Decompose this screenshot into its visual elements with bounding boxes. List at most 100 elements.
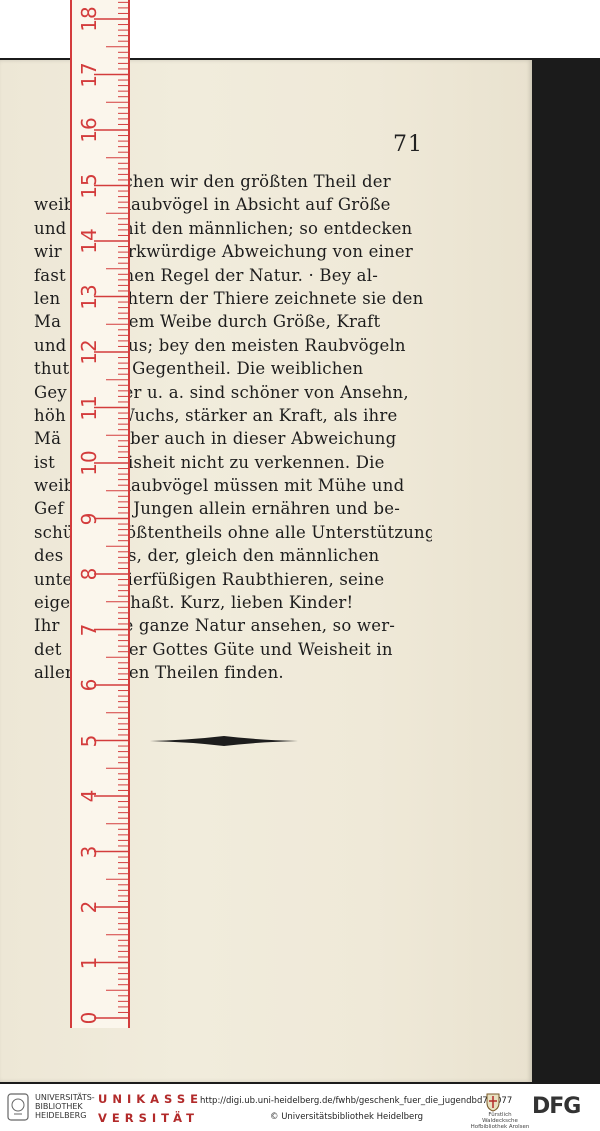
arolsen-library-name: Fürstlich Waldecksche Hofbibliothek Arol… [470, 1112, 530, 1130]
text-line: schü rößtentheils ohne alle Unterstützung [34, 521, 432, 544]
text-line-left: weib [34, 476, 75, 496]
text-line: Ihr ie ganze Natur ansehen, so wer- [34, 614, 432, 637]
text-line-left: Ma [34, 312, 62, 332]
text-line-left: eige [34, 593, 71, 613]
text-line-right: ichen wir den größten Theil der [118, 172, 391, 191]
text-line-left: len [34, 288, 61, 308]
text-line: weib Raubvögel müssen mit Mühe und [34, 474, 432, 497]
text-line-left: des [34, 546, 64, 566]
ruler-label: 5 [77, 734, 101, 747]
text-line-right: nen Theilen finden. [118, 663, 284, 683]
dfg-logo: DFG [532, 1094, 581, 1119]
arolsen-line-2: Hofbibliothek Arolsen [470, 1124, 530, 1130]
text-line: Gey ler u. a. sind schöner von Ansehn, [34, 381, 432, 404]
text-line-right: mit den männlichen; so entdecken [118, 218, 413, 238]
text-line-right: vierfüßigen Raubthieren, seine [118, 569, 385, 589]
text-line-right: e Jungen allein ernähren und be- [118, 499, 401, 519]
ruler-label: 8 [77, 567, 101, 581]
university-seal-icon [7, 1093, 29, 1121]
text-line: det ner Gottes Güte und Weisheit in [34, 638, 432, 661]
text-line-right: Wuchs, stärker an Kraft, als ihre [118, 405, 398, 425]
text-line-right: Raubvögel in Absicht auf Größe [118, 195, 391, 215]
text-line-left: schü [34, 522, 74, 542]
text-line-left: und [34, 218, 67, 238]
text-line-left: Mä [34, 429, 62, 449]
university-library-name: UNIVERSITÄTS- BIBLIOTHEK HEIDELBERG [35, 1093, 95, 1120]
ruler-label: 7 [77, 623, 101, 636]
permalink-url[interactable]: http://digi.ub.uni-heidelberg.de/fwhb/ge… [200, 1096, 513, 1106]
unikasse-logo: UNIKASSE VERSITÄT [98, 1090, 203, 1128]
ruler-label: 17 [77, 61, 101, 88]
coat-of-arms-icon [486, 1093, 500, 1112]
text-line-left: fast [34, 265, 66, 285]
uni-name-line-2: BIBLIOTHEK [35, 1102, 83, 1111]
text-line-left: und [34, 335, 67, 355]
ruler-ticks [94, 1, 128, 1019]
text-line: eige t haßt. Kurz, lieben Kinder! [34, 591, 432, 614]
text-line-left: Gef [34, 499, 64, 519]
text-line: thut s Gegentheil. Die weiblichen [34, 357, 432, 380]
copyright-notice: © Universitätsbibliothek Heidelberg [270, 1112, 424, 1122]
ruler-label: 11 [77, 394, 101, 421]
text-line-right: erkwürdige Abweichung von einer [118, 242, 413, 262]
text-line-right: ie ganze Natur ansehen, so wer- [118, 616, 396, 636]
arolsen-line-1: Fürstlich Waldecksche [482, 1112, 518, 1124]
text-line: und mit den männlichen; so entdecken [34, 217, 432, 240]
text-line-right: t haßt. Kurz, lieben Kinder! [118, 593, 354, 613]
ruler-label: 10 [77, 450, 101, 476]
text-line-right: inen Regel der Natur. · Bey al- [118, 265, 378, 285]
ruler-label: 12 [77, 339, 101, 365]
text-line-right: es, der, gleich den männlichen [118, 546, 380, 566]
text-line-right: dem Weibe durch Größe, Kraft [118, 312, 381, 332]
text-line-right: chtern der Thiere zeichnete sie den [118, 288, 424, 308]
text-line-left: unte [34, 569, 73, 589]
text-line-left: Gey [34, 382, 67, 402]
ruler-label: 9 [77, 512, 101, 525]
footer: UNIVERSITÄTS- BIBLIOTHEK HEIDELBERG UNIK… [0, 1086, 600, 1131]
ruler-label: 1 [77, 956, 101, 969]
ruler-label: 4 [77, 789, 101, 803]
ruler-label: 0 [77, 1011, 101, 1025]
text-line: Ma dem Weibe durch Größe, Kraft [34, 310, 432, 333]
text-line: unte vierfüßigen Raubthieren, seine [34, 568, 432, 591]
text-line-left: wir [34, 242, 62, 262]
ruler-label: 6 [77, 678, 101, 692]
unikasse-top: UNIKASSE [98, 1092, 203, 1106]
ruler-label: 13 [77, 283, 101, 310]
text-line: aller nen Theilen finden. [34, 661, 432, 684]
ruler-label: 16 [77, 117, 101, 143]
text-line: Gef e Jungen allein ernähren und be- [34, 497, 432, 520]
text-line: ist eisheit nicht zu verkennen. Die [34, 451, 432, 474]
text-line-left: thut [34, 359, 70, 379]
measuring-ruler [70, 0, 130, 1028]
text-line: höh Wuchs, stärker an Kraft, als ihre [34, 404, 432, 427]
text-line-right: ner Gottes Güte und Weisheit in [118, 639, 393, 659]
unikasse-bottom: VERSITÄT [98, 1111, 199, 1125]
text-line: wir erkwürdige Abweichung von einer [34, 240, 432, 263]
text-line-right: Raubvögel müssen mit Mühe und [118, 476, 405, 496]
text-line-left: Ihr [34, 616, 60, 636]
uni-name-line-1: UNIVERSITÄTS- [35, 1093, 95, 1102]
text-line-right: s Gegentheil. Die weiblichen [118, 359, 364, 379]
ruler-label: 18 [77, 6, 101, 32]
text-line-left: höh [34, 405, 66, 425]
text-line-left: aller [34, 663, 74, 683]
ruler-label: 14 [77, 228, 101, 254]
text-line: len chtern der Thiere zeichnete sie den [34, 287, 432, 310]
text-line-right: rößtentheils ohne alle Unterstützung [118, 522, 432, 542]
ruler-label: 2 [77, 900, 101, 914]
page-number: 71 [393, 132, 423, 157]
text-line-left: ist [34, 452, 55, 472]
text-line-right: ler u. a. sind schöner von Ansehn, [118, 382, 409, 402]
text-line-right: eisheit nicht zu verkennen. Die [118, 452, 385, 472]
ornament-divider [150, 736, 298, 746]
ruler-label: 15 [77, 172, 101, 199]
text-line: ichen wir den größten Theil der [34, 170, 432, 193]
ruler-label: 3 [77, 845, 101, 858]
text-line: fast inen Regel der Natur. · Bey al- [34, 264, 432, 287]
uni-name-line-3: HEIDELBERG [35, 1111, 87, 1120]
text-line-left: det [34, 639, 62, 659]
